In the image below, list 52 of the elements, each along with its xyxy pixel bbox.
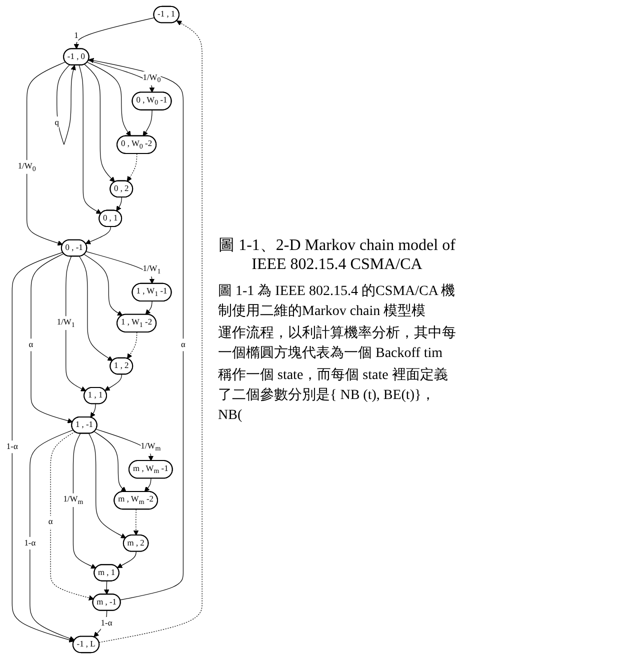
arrow <box>79 256 113 361</box>
edge-label: 1/W$_{m}$ <box>140 442 161 452</box>
arrow <box>90 404 96 418</box>
arrow <box>104 580 110 595</box>
arrow <box>126 153 138 182</box>
arrow <box>84 64 115 182</box>
arrow <box>88 433 126 538</box>
figure-caption: 圖 1-1、2-D Markov chain model of IEEE 802.15.4 CSMA/CA <box>218 236 456 274</box>
arrow <box>26 62 66 246</box>
arrow <box>72 433 96 569</box>
edge-label: q <box>54 118 59 128</box>
arrow <box>127 332 138 359</box>
arrow <box>86 251 155 284</box>
arrow <box>142 110 152 136</box>
arrow <box>117 551 136 568</box>
arrow <box>86 62 131 136</box>
edge-label: 1/W$_{m}$ <box>63 495 84 506</box>
arrow <box>116 197 122 212</box>
arrow <box>30 430 75 642</box>
edge-label: 1-α <box>100 618 112 628</box>
arrow <box>50 431 94 600</box>
body-text: 圖 1-1 為 IEEE 802.15.4 的CSMA/CA 機制使用二維的Markov chain 模型模 <box>218 282 456 321</box>
arrow <box>74 17 155 50</box>
arrow <box>66 256 86 392</box>
arrow <box>12 252 74 642</box>
arrow <box>85 226 111 244</box>
edge-label: α <box>48 518 53 527</box>
arrow <box>144 478 152 492</box>
body-text: 稱作一個 state，而每個 state 裡面定義了二個參數分別是{ NB (t), BE(t)}，NB( <box>218 366 449 425</box>
arrow <box>94 431 126 492</box>
arrow <box>88 60 155 93</box>
arrow <box>96 428 154 462</box>
arrow <box>84 254 123 316</box>
edge-label: 1/W$_{0}$ <box>142 73 161 84</box>
edge-label: α <box>180 340 186 350</box>
arrow <box>88 58 184 600</box>
arrow <box>56 64 76 145</box>
body-text: 運作流程，以利計算機率分析，其中每一個橢圓方塊代表為一個 Backoff tim <box>218 324 456 363</box>
arrow <box>94 610 108 638</box>
arrow <box>145 301 152 315</box>
edge-label: 1-α <box>24 538 36 548</box>
edge-label: 1/W$_{0}$ <box>18 162 36 173</box>
arrow <box>104 374 122 391</box>
arrow <box>78 64 102 214</box>
arrow <box>30 253 73 424</box>
edge-label: 1-α <box>6 442 18 452</box>
edge-label: α <box>28 340 34 350</box>
arrow <box>98 20 202 643</box>
edge-label: 1 <box>74 31 78 40</box>
arrow <box>133 509 139 536</box>
edge-label: 1/W$_{1}$ <box>142 264 161 276</box>
edge-label: 1/W$_{1}$ <box>56 318 75 329</box>
